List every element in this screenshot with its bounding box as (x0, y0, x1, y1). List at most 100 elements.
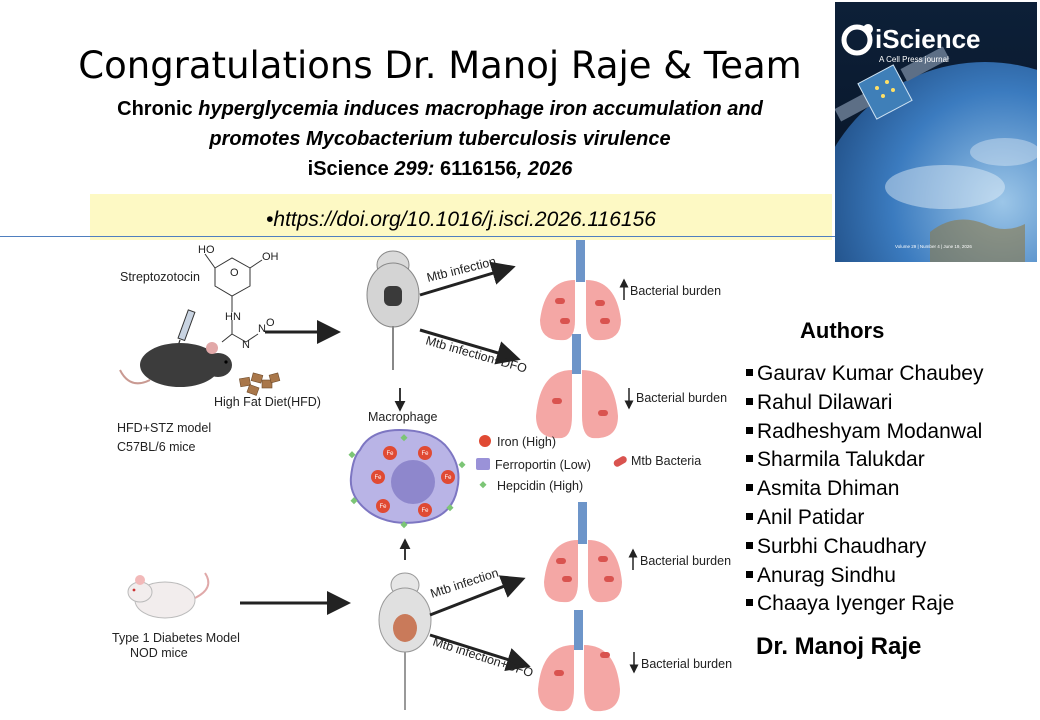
landmass (930, 219, 1025, 262)
journal-name: iScience (307, 158, 395, 180)
streptozotocin-label: Streptozotocin (120, 270, 200, 284)
cover-tagline: A Cell Press journal (879, 55, 949, 64)
model1-line2: C57BL/6 mice (117, 440, 196, 454)
arrow-mtb-dfo-bottom (429, 633, 531, 672)
model2-line2: NOD mice (130, 646, 188, 660)
authors-heading: Authors (800, 318, 885, 343)
lungs-icon-1 (540, 240, 621, 341)
page-title: Congratulations Dr. Manoj Raje & Team (78, 44, 802, 87)
author-name: Gaurav Kumar Chaubey (757, 362, 984, 385)
bacterial-burden-4: Bacterial burden (641, 657, 732, 671)
legend-hepcidin-icon (479, 481, 487, 489)
arrow-mtb-infection-bottom (429, 575, 526, 617)
fe-2: Fe (421, 451, 429, 457)
arrow-mtb-infection-top (419, 261, 516, 297)
paper-title-line-1: Chronic hyperglycemia induces macrophage… (0, 98, 880, 121)
fe-1: Fe (386, 451, 394, 457)
hfd-label: High Fat Diet(HFD) (214, 395, 321, 409)
bullet-icon (746, 397, 753, 405)
paper-citation: iScience 299: 6116156, 2026 (0, 158, 880, 181)
doi-highlight (90, 194, 832, 240)
author-name: Sharmila Talukdar (757, 448, 925, 472)
legend-ferroportin-icon (476, 458, 490, 470)
journal-year: 2026 (527, 158, 573, 180)
bullet-icon (746, 484, 753, 492)
cloud-band (885, 165, 1005, 209)
author-list: Gaurav Kumar Chaubey Rahul Dilawari Radh… (746, 360, 983, 619)
author-name: Radheshyam Modanwal (757, 419, 983, 443)
legend-iron-icon (479, 435, 491, 447)
fe-3: Fe (374, 475, 382, 481)
mtb-infection-label-bottom: Mtb infection (429, 566, 501, 601)
bacterial-burden-2: Bacterial burden (636, 391, 727, 405)
iron-particles: Fe Fe Fe Fe Fe Fe (371, 446, 455, 517)
cover-brand: iScience (875, 24, 981, 54)
paper-title-line-2: promotes Mycobacterium tuberculosis viru… (0, 128, 880, 151)
streptozotocin-structure-icon (204, 253, 263, 343)
author-item: Radheshyam Modanwal (746, 418, 983, 447)
paper-title-italic-1: hyperglycemia induces macrophage iron ac… (198, 98, 763, 120)
lungs-icon-3 (544, 502, 622, 603)
principal-investigator: Dr. Manoj Raje (756, 633, 922, 660)
mtb-dfo-label-bottom: Mtb infection+DFO (431, 635, 535, 681)
model1-line1: HFD+STZ model (117, 421, 211, 435)
citation-sep: , (516, 158, 528, 180)
legend-mtb-icon (613, 456, 627, 467)
author-item: Sharmila Talukdar (746, 446, 983, 475)
chem-o: O (230, 267, 239, 279)
macrophage-label: Macrophage (368, 410, 438, 424)
fe-4: Fe (444, 475, 452, 481)
legend-iron: Iron (High) (497, 435, 556, 449)
bullet-icon (746, 541, 753, 549)
satellite-icon (835, 46, 950, 122)
chem-oh: OH (262, 251, 279, 263)
legend-ferroportin: Ferroportin (Low) (495, 458, 591, 472)
dissected-mouse-bottom-icon (378, 572, 432, 710)
chem-ho: HO (198, 244, 215, 256)
bullet-icon (746, 426, 753, 434)
doi-link[interactable]: •https://doi.org/10.1016/j.isci.2026.116… (266, 208, 656, 231)
author-name: Chaaya Iyenger Raje (757, 592, 955, 616)
model2-line1: Type 1 Diabetes Model (112, 631, 240, 645)
legend-hepcidin: Hepcidin (High) (497, 479, 583, 493)
chem-no: N (258, 323, 266, 335)
bullet-icon (746, 368, 753, 376)
legend-mtb: Mtb Bacteria (631, 454, 701, 468)
fe-6: Fe (421, 508, 429, 514)
hepcidin-dots (348, 434, 466, 529)
white-mouse-icon (127, 572, 210, 619)
bullet-icon (746, 512, 753, 520)
author-item: Chaaya Iyenger Raje (746, 590, 983, 619)
cloud-band-2 (970, 138, 1037, 166)
bullet-icon (746, 570, 753, 578)
author-item: Anil Patidar (746, 504, 983, 533)
journal-volume: 299: (394, 158, 435, 180)
author-name: Anurag Sindhu (757, 563, 896, 587)
author-item: Rahul Dilawari (746, 389, 983, 418)
chem-hn: HN (225, 311, 241, 323)
author-name: Asmita Dhiman (757, 477, 900, 501)
paper-title-italic-2: promotes Mycobacterium tuberculosis viru… (209, 128, 671, 150)
bacterial-burden-3: Bacterial burden (640, 554, 731, 568)
iscience-logo-icon (841, 24, 873, 56)
arrow-mtb-dfo-top (419, 328, 521, 365)
paper-title-bold: Chronic (117, 98, 199, 120)
black-mouse-icon (119, 342, 232, 387)
chem-n: N (242, 339, 250, 351)
author-name: Anil Patidar (757, 505, 865, 529)
divider-line (0, 236, 842, 237)
graphical-abstract: Streptozotocin HO OH O HN N N O High Fat… (112, 240, 732, 712)
mtb-dfo-label-top: Mtb infection+DFO (424, 333, 529, 375)
lungs-icon-2 (536, 334, 618, 439)
journal-pages: 6116156 (434, 158, 517, 180)
fe-5: Fe (379, 504, 387, 510)
author-item: Gaurav Kumar Chaubey (746, 360, 983, 389)
mtb-infection-label-top: Mtb infection (425, 254, 497, 285)
author-name: Rahul Dilawari (757, 390, 893, 414)
author-item: Surbhi Chaudhary (746, 533, 983, 562)
bacterial-burden-1: Bacterial burden (630, 284, 721, 298)
dissected-mouse-top-icon (366, 250, 420, 370)
author-name: Surbhi Chaudhary (757, 534, 927, 558)
journal-cover: iScience A Cell Press journal Volume 29 … (835, 2, 1037, 262)
cover-footer: Volume 29 | Number 4 | June 19, 2026 (895, 244, 972, 249)
